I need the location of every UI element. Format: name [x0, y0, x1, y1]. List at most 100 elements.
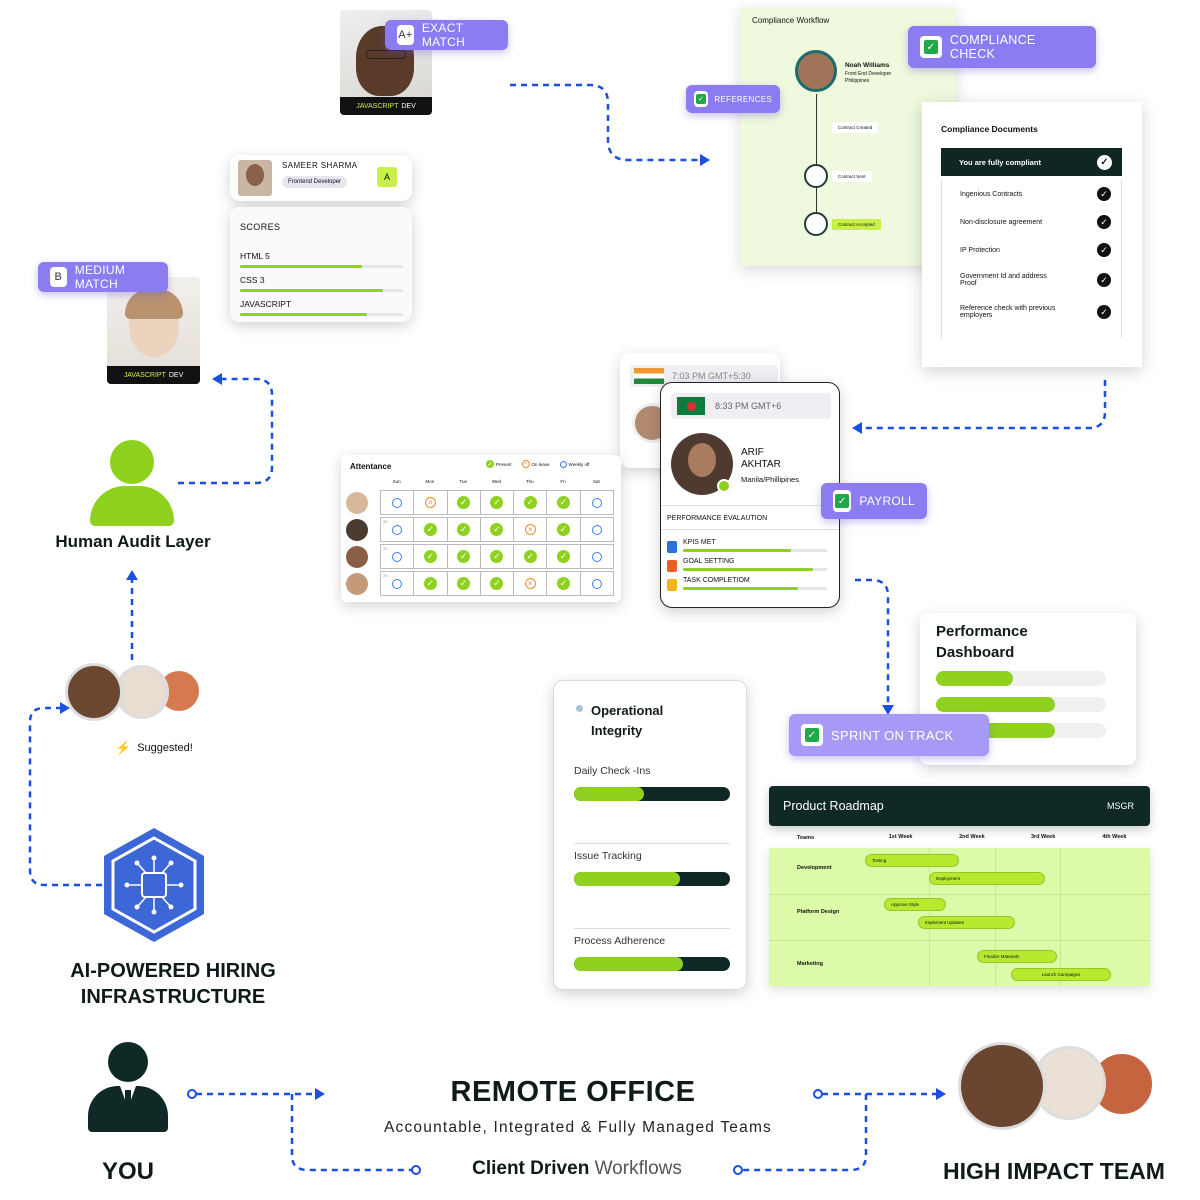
ai-chip-icon — [104, 828, 204, 942]
perf-bar-fill — [936, 671, 1013, 686]
operational-title: Operational Integrity — [591, 701, 663, 741]
ai-infra-line1: AI-POWERED HIRING — [70, 960, 276, 982]
checkbox-icon: ✓ — [694, 91, 709, 107]
perf-title-line1: Performance — [936, 623, 1028, 640]
check-circle-icon: ✓ — [1097, 273, 1111, 287]
checkbox-icon: ✓ — [833, 490, 852, 512]
attendance-cell: ✓ — [413, 544, 448, 569]
operational-label: Issue Tracking — [574, 850, 642, 862]
high-impact-team-label: HIGH IMPACT TEAM — [943, 1158, 1165, 1184]
week-label: 1st Week — [888, 834, 913, 840]
metric-icon — [667, 541, 677, 553]
suggested-avatars — [65, 663, 205, 723]
you-icon — [88, 1042, 168, 1132]
arif-last: AKHTAR — [741, 459, 781, 470]
score-bar — [240, 289, 403, 292]
roadmap-title: Product Roadmap — [783, 799, 884, 813]
attendance-title: Attentance — [350, 462, 392, 471]
operational-bar — [574, 872, 730, 886]
perf-bar-track — [936, 697, 1106, 712]
compliance-check-badge: ✓ COMPLIANCE CHECK — [908, 26, 1096, 68]
score-bar-fill — [240, 265, 363, 268]
attendance-cell: ✓ — [413, 517, 448, 542]
compliance-docs-card: Compliance Documents You are fully compl… — [922, 102, 1142, 367]
metric-row: KPIS MET — [667, 539, 827, 558]
legend-leave: On leave — [531, 461, 550, 467]
roadmap-task: Launch Campaigns — [1011, 968, 1111, 981]
operational-bar — [574, 957, 730, 971]
check-circle-icon: ✓ — [1097, 154, 1112, 170]
weekly-off-icon — [559, 460, 567, 468]
attendance-row: 25✓✓✓×✓ — [346, 516, 614, 543]
operational-bar — [574, 787, 730, 801]
human-audit-label: Human Audit Layer — [55, 532, 211, 551]
roadmap-task: Implement Updates — [918, 916, 1015, 929]
grid-line — [769, 894, 1150, 895]
arif-location: Manila/Phillipines — [741, 475, 799, 484]
ai-infra-title: AI-POWERED HIRING INFRASTRUCTURE — [40, 958, 306, 1010]
grid-line — [769, 940, 1150, 941]
week-label: 2nd Week — [959, 834, 985, 840]
weekly-off-icon — [591, 578, 602, 589]
day-label: Mon — [425, 479, 435, 484]
grade-b-icon: B — [50, 267, 67, 287]
performance-eval-title: PERFORMANCE EVALAUTION — [667, 515, 768, 522]
present-icon: ✓ — [423, 550, 437, 563]
week-label: 4th Week — [1102, 834, 1127, 840]
checkbox-icon: ✓ — [920, 36, 942, 58]
roadmap-task: Finalize Materials — [977, 950, 1057, 963]
payroll-label: PAYROLL — [859, 494, 915, 508]
legend-off: Weekly off — [568, 461, 590, 467]
operational-bar-fill — [574, 957, 684, 971]
exact-match-badge: A+ EXACT MATCH — [385, 20, 508, 50]
present-icon: ✓ — [490, 577, 504, 590]
attendance-cell: 25 — [380, 544, 415, 569]
day-label: Sat — [592, 479, 600, 484]
candidate-card[interactable]: SAMEER SHARMA Frontend Developer A — [230, 155, 412, 201]
attendance-row: 25✓✓✓✓✓ — [346, 543, 614, 570]
references-label: REFERENCES — [714, 94, 772, 104]
attendance-cell — [579, 544, 614, 569]
attendance-cell: ✓ — [446, 571, 481, 596]
metric-bar — [683, 549, 827, 552]
operational-bar-fill — [574, 787, 645, 801]
doc-label: Reference check with previous employers — [960, 305, 1056, 319]
score-label: HTML 5 — [240, 251, 270, 261]
score-label: JAVASCRIPT — [240, 299, 292, 309]
compliance-doc-item: Government Id and address Proof✓ — [942, 264, 1121, 296]
workflows: Workflows — [594, 1158, 682, 1179]
metric-bar-fill — [683, 568, 813, 571]
attendance-cell: 25 — [380, 517, 415, 542]
leave-icon: × — [424, 497, 436, 508]
day-label: Fri — [560, 479, 566, 484]
present-icon: ✓ — [523, 550, 537, 563]
doc-label: IP Protection — [960, 246, 1000, 254]
score-bar-fill — [240, 313, 368, 316]
checkbox-icon: ✓ — [801, 724, 823, 746]
present-icon: ✓ — [523, 496, 537, 509]
suggested-label: Suggested! — [137, 742, 193, 754]
candidate-grade: A — [377, 167, 397, 187]
contract-accepted-icon — [804, 212, 828, 236]
compliance-doc-item: Ingenious Contracts✓ — [942, 180, 1121, 208]
candidate-avatar — [238, 160, 272, 196]
roadmap-task: Testing — [865, 854, 959, 867]
attendance-cell: × — [513, 517, 548, 542]
operational-line2: Integrity — [591, 723, 643, 738]
metric-label: TASK COMPLETIOM — [683, 577, 750, 584]
compliance-docs-title: Compliance Documents — [941, 124, 1038, 134]
attendance-cell: ✓ — [513, 490, 548, 515]
score-label: CSS 3 — [240, 275, 265, 285]
roadmap-teams-header: Teams — [797, 835, 815, 841]
arif-first: ARIF — [741, 447, 764, 458]
sprint-badge: ✓ SPRINT ON TRACK — [789, 714, 989, 756]
present-icon: ✓ — [490, 496, 504, 509]
user-icon — [90, 440, 174, 526]
references-badge: ✓ REFERENCES — [686, 85, 780, 113]
attendance-cell — [579, 517, 614, 542]
present-icon: ✓ — [490, 550, 504, 563]
compliance-doc-item: Non-disclosure agreement✓ — [942, 208, 1121, 236]
employee-card[interactable]: 8:33 PM GMT+6 ARIF AKHTAR Manila/Phillip… — [660, 382, 840, 608]
roadmap-task: Approve Style — [884, 898, 946, 911]
